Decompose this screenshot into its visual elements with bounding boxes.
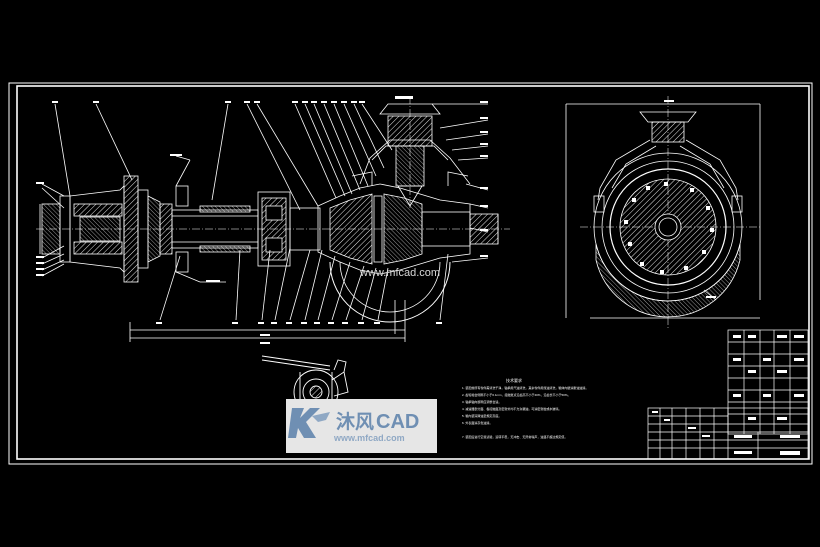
detail-view	[261, 355, 349, 415]
technical-notes: 技术要求 1. 装配前所有零件需清洗干净，轴承用汽油清洗，其余零件用煤油清洗，箱…	[462, 377, 588, 439]
note-line-3: 3. 轴承轴向游隙应调整合适。	[462, 399, 501, 404]
title-block	[647, 329, 809, 460]
side-view-bolt-marks	[624, 100, 716, 298]
note-line-5: 5. 箱内装润滑油至规定高度。	[462, 413, 501, 418]
section-view	[36, 96, 510, 342]
title-block-marks	[652, 335, 804, 455]
logo-mark-icon	[288, 408, 330, 438]
note-line-1: 1. 装配前所有零件需清洗干净，轴承用汽油清洗，其余零件用煤油清洗，箱体内壁涂耐…	[462, 385, 588, 390]
note-line-6: 6. 外表面涂灰色油漆。	[462, 420, 492, 425]
site-watermark: www.mfcad.com	[359, 267, 440, 279]
notes-title: 技术要求	[506, 377, 522, 383]
logo-url: www.mfcad.com	[333, 433, 405, 443]
note-line-2: 2. 齿轮啮合侧隙不小于0.1mm，接触斑点沿齿高不小于40%，沿齿长不小于50…	[462, 392, 571, 397]
note-line-7: 7. 装配后进行空载试验，运转平稳，无冲击、无异常噪声，油温不超过规定值。	[462, 434, 567, 439]
part-number-marks	[36, 96, 488, 344]
logo-brand-en: CAD	[376, 411, 419, 433]
side-view	[565, 96, 761, 330]
logo-brand-cn: 沐风	[336, 411, 374, 433]
outer-frame	[8, 82, 813, 465]
note-line-4: 4. 减速器剖分面、各接触面及密封处均不允许漏油，可涂密封胶或水玻璃。	[462, 406, 561, 411]
logo-watermark: 沐风 CAD www.mfcad.com	[286, 399, 437, 453]
inner-frame	[16, 85, 810, 460]
